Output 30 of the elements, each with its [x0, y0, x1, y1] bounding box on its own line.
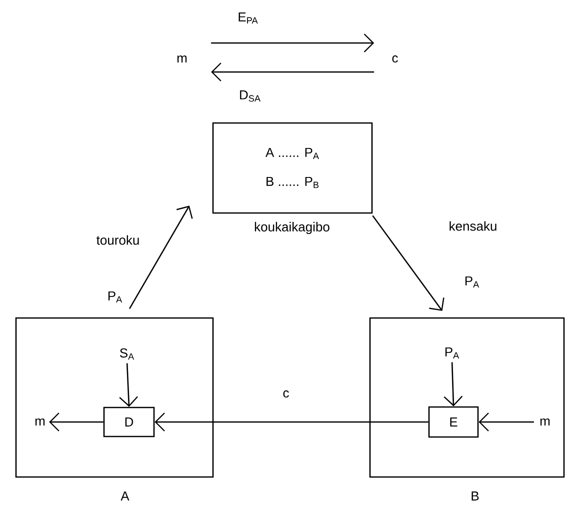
arrow [49, 412, 104, 432]
node-label: S$_{A}$ [120, 348, 134, 360]
directory-box: A ...... P$_{A}$ B ...... P$_{B}$ [212, 122, 373, 214]
edge-label: D$_{SA}$ [238, 89, 262, 103]
key-label: P$_{A}$ [108, 291, 122, 303]
box-caption: B [472, 492, 479, 500]
node-label: m [540, 418, 550, 426]
function-box: E [428, 406, 479, 438]
function-box: D [103, 406, 155, 438]
node-label: P$_{A}$ [445, 347, 460, 359]
arrow [372, 215, 444, 311]
system-box [369, 317, 565, 478]
arrow [211, 34, 374, 52]
edge-label: E$_{PA}$ [236, 11, 260, 25]
arrow [119, 363, 138, 407]
arrow [478, 412, 534, 432]
arrow [444, 362, 463, 406]
arrow [211, 62, 374, 82]
arrow [154, 412, 428, 432]
node-label: m [177, 56, 187, 62]
node-label: c [392, 55, 398, 63]
box-caption: koukaikagibo [254, 222, 330, 234]
edge-label: c [282, 389, 290, 399]
arrow [128, 206, 193, 310]
node-label: m [35, 418, 45, 426]
box-caption: A [120, 492, 130, 500]
system-box [15, 317, 214, 478]
edge-label: touroku [95, 234, 141, 246]
key-label: P$_{A}$ [465, 276, 480, 288]
edge-label: kensaku [448, 220, 498, 232]
